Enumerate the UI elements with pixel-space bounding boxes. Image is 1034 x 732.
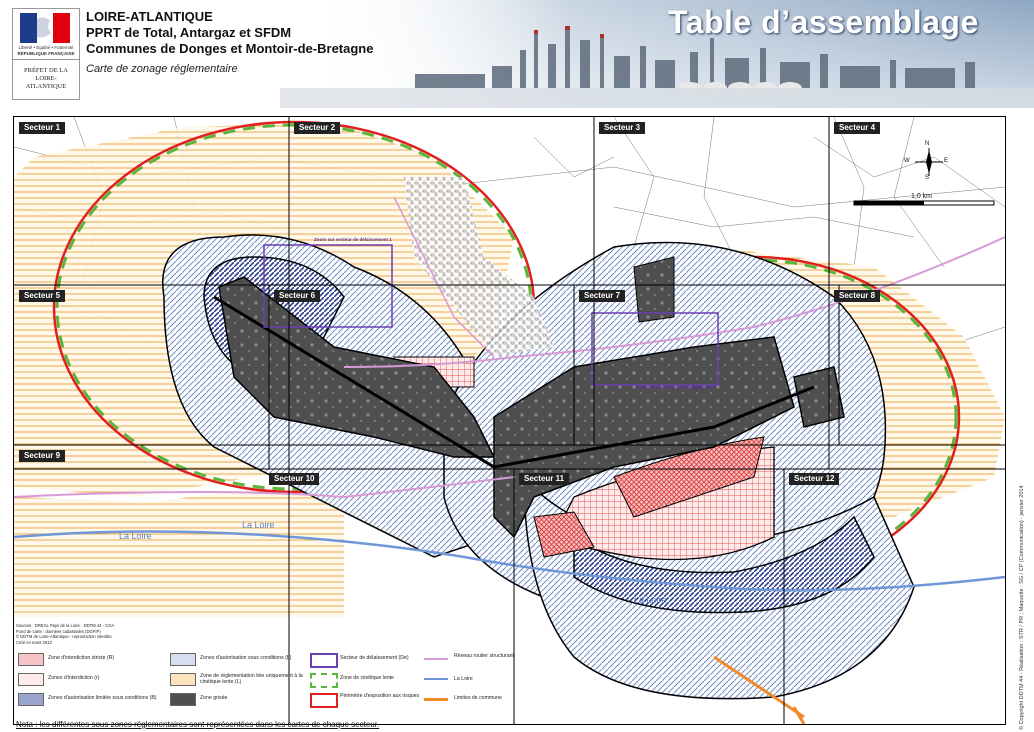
sources-line-1: Sources : DREAL Pays de la Loire - DDTM … xyxy=(16,623,115,628)
sources-line-2: Fond de carte : données cadastrales (DGF… xyxy=(16,628,101,634)
legend-swatch-commune xyxy=(424,698,448,701)
legend-swatch-L xyxy=(170,673,196,686)
copyright-text: © Copyright DDTM 44 - Réalisation : STR … xyxy=(1019,485,1025,730)
sector-4-label[interactable]: Secteur 4 xyxy=(834,122,881,134)
legend-label-route: Réseau routier structurant xyxy=(454,653,514,659)
sector-grid xyxy=(14,117,1005,724)
header-banner xyxy=(0,0,1034,108)
marianne-logo: Liberté • Égalité • Fraternité RÉPUBLIQU… xyxy=(12,8,80,100)
route-east xyxy=(343,236,1005,368)
legend-swatch-perimetre xyxy=(310,693,338,708)
header: Liberté • Égalité • Fraternité RÉPUBLIQU… xyxy=(0,0,1034,108)
sector-10-label[interactable]: Secteur 10 xyxy=(269,473,320,485)
sources-line-4: Créé en mars 2012 xyxy=(16,639,52,645)
river-label-3: La Loire xyxy=(634,595,667,605)
legend-label-b: Zones d'autorisation sous conditions (b) xyxy=(200,655,292,661)
scale-bar xyxy=(853,200,995,206)
sector-6-label[interactable]: Secteur 6 xyxy=(274,290,321,302)
legend-swatch-route xyxy=(424,658,448,660)
departement-title: LOIRE-ATLANTIQUE xyxy=(86,9,213,24)
sector-1-label[interactable]: Secteur 1 xyxy=(19,122,66,134)
sector-8-label[interactable]: Secteur 8 xyxy=(834,290,881,302)
legend-swatch-cinetique xyxy=(310,673,338,688)
map-canvas xyxy=(14,117,1005,724)
legend-swatch-loire xyxy=(424,678,448,680)
legend-label-grey: Zone grisée xyxy=(200,695,228,701)
logo-motto: Liberté • Égalité • Fraternité xyxy=(18,45,74,50)
page-title: Table d’assemblage xyxy=(668,4,979,40)
zoom-secteur-delaissement-1[interactable] xyxy=(263,244,393,328)
pprt-title: PPRT de Total, Antargaz et SFDM xyxy=(86,25,292,40)
map-sources: Sources : DREAL Pays de la Loire - DDTM … xyxy=(16,623,114,645)
zone-R-2 xyxy=(533,511,595,558)
legend-swatch-b xyxy=(170,653,196,666)
town-donges xyxy=(404,177,554,357)
route-south xyxy=(14,476,515,499)
zoom-secteur-delaissement-2[interactable] xyxy=(591,312,719,386)
legend-label-cinetique: Zone de cinétique lente xyxy=(340,675,394,681)
zone-grisee-far-east xyxy=(793,366,845,428)
legend-label-perimetre: Périmètre d'exposition aux risques xyxy=(340,693,420,699)
scale-label: 1,0 km xyxy=(911,193,933,200)
legend: Zone d'interdiction stricte (R) Zones d'… xyxy=(14,648,564,720)
legend-swatch-grey xyxy=(170,693,196,706)
map[interactable]: Secteur 1 Secteur 2 Secteur 3 Secteur 4 … xyxy=(13,116,1006,725)
legend-label-De: Secteur de délaissement (De) xyxy=(340,655,409,661)
french-flag-icon xyxy=(20,13,70,43)
legend-label-R: Zone d'interdiction stricte (R) xyxy=(48,655,115,661)
nota-text: Nota : les différentes sous zones réglem… xyxy=(16,720,380,729)
zone-grisee-east xyxy=(493,336,795,539)
sector-9-label[interactable]: Secteur 9 xyxy=(19,450,66,462)
logo-prefet: PRÉFET DE LA LOIRE-ATLANTIQUE xyxy=(24,67,68,90)
sector-11-label[interactable]: Secteur 11 xyxy=(519,473,570,485)
compass-w: W xyxy=(904,158,910,164)
logo-republique: RÉPUBLIQUE FRANÇAISE xyxy=(17,51,75,56)
logo-divider xyxy=(13,59,79,60)
sector-3-label[interactable]: Secteur 3 xyxy=(599,122,646,134)
railway xyxy=(213,295,815,469)
legend-label-loire: La Loire xyxy=(454,676,473,682)
legend-swatch-R xyxy=(18,653,44,666)
sector-12-label[interactable]: Secteur 12 xyxy=(789,473,840,485)
communes-title: Communes de Donges et Montoir-de-Bretagn… xyxy=(86,41,374,56)
legend-swatch-De xyxy=(310,653,338,668)
zone-grisee-north xyxy=(633,256,675,323)
legend-label-commune: Limites de commune xyxy=(454,695,502,701)
loire-river xyxy=(14,530,1005,592)
sources-line-3: © DDTM de Loire-Atlantique - reproductio… xyxy=(16,634,112,639)
zoom-label-1: Zoom sur secteur de délaissement 1 xyxy=(314,237,392,242)
commune-limit-2 xyxy=(792,706,806,724)
legend-label-L: Zone de réglementation liée uniquement à… xyxy=(200,673,303,685)
route-north xyxy=(393,196,495,358)
compass-n: N xyxy=(925,141,930,147)
sector-2-label[interactable]: Secteur 2 xyxy=(294,122,341,134)
sector-5-label[interactable]: Secteur 5 xyxy=(19,290,66,302)
zoom-label-2: Zoom sur secteur de délaissement 2 xyxy=(637,385,715,390)
river-label-2: La Loire xyxy=(242,520,275,530)
legend-swatch-B xyxy=(18,693,44,706)
legend-swatch-r xyxy=(18,673,44,686)
zone-R-1 xyxy=(613,436,765,518)
compass-e: E xyxy=(944,158,949,164)
sector-7-label[interactable]: Secteur 7 xyxy=(579,290,626,302)
map-subtitle: Carte de zonage réglementaire xyxy=(86,63,238,75)
compass-icon xyxy=(915,148,943,176)
commune-limit-1 xyxy=(713,655,805,719)
river-label-1: La Loire xyxy=(119,531,152,541)
legend-label-B: Zones d'autorisation limitée sous condit… xyxy=(48,695,157,701)
legend-label-r: Zones d'interdiction (r) xyxy=(48,675,100,681)
zone-B-south xyxy=(573,515,875,614)
compass-s: S xyxy=(925,175,930,181)
